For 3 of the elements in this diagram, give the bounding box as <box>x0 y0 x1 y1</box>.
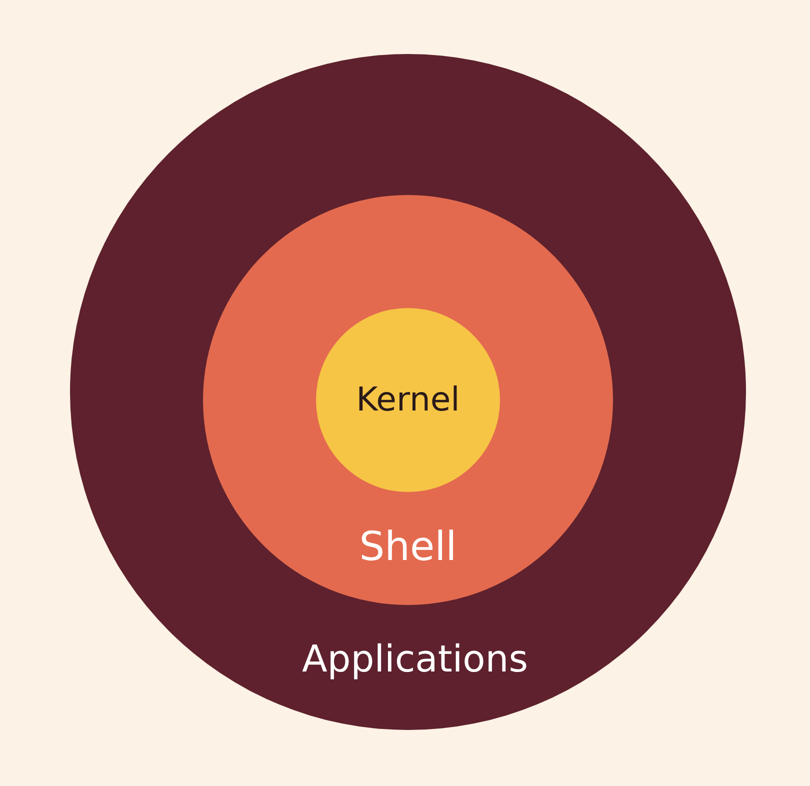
layer-label: Shell <box>359 527 457 567</box>
layer-label: Kernel <box>356 382 460 416</box>
layer-label: Applications <box>302 640 528 678</box>
